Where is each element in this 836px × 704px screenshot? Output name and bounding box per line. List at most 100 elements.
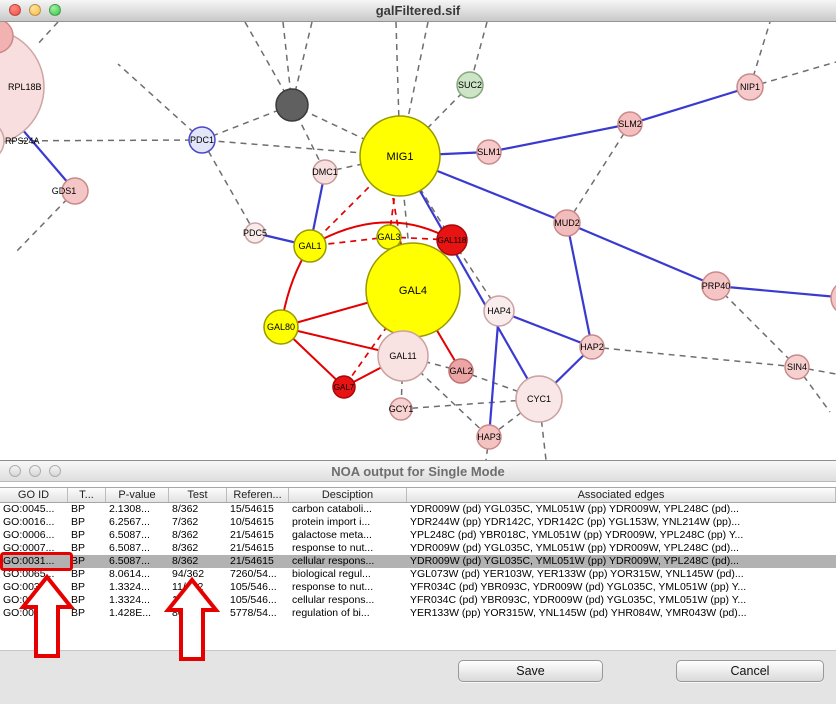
table-cell: YDR009W (pd) YGL035C, YML051W (pp) YDR00… [407, 542, 836, 555]
network-node-gal4[interactable]: GAL4 [366, 243, 460, 337]
close-button-icon[interactable] [9, 465, 21, 477]
table-cell: 105/546... [227, 594, 289, 607]
network-canvas[interactable]: RPL18BRPS24AGDS1PDC1SUC2MIG1SLM1SLM2NIP1… [0, 22, 836, 460]
network-node-slm1[interactable]: SLM1 [477, 140, 501, 164]
network-edge-gd[interactable] [592, 347, 797, 367]
network-node-gal1[interactable]: GAL1 [294, 230, 326, 262]
column-header-go-id[interactable]: GO ID [0, 488, 68, 502]
table-cell: YDR244W (pp) YDR142C, YDR142C (pp) YGL15… [407, 516, 836, 529]
network-node-prp40[interactable]: PRP40 [702, 272, 731, 300]
network-node-mud2[interactable]: MUD2 [554, 210, 580, 236]
cancel-button[interactable]: Cancel [676, 660, 824, 682]
column-header-desciption[interactable]: Desciption [289, 488, 407, 502]
node-label: GAL3 [377, 232, 400, 242]
table-cell: biological regul... [289, 568, 407, 581]
network-edge-gd[interactable] [716, 286, 797, 367]
table-cell: 8.0614... [106, 568, 169, 581]
network-edge-pp[interactable] [567, 223, 716, 286]
network-canvas-svg[interactable]: RPL18BRPS24AGDS1PDC1SUC2MIG1SLM1SLM2NIP1… [0, 22, 836, 460]
network-edge-gd[interactable] [202, 140, 255, 233]
table-row[interactable]: GO:0031...BP6.5087...8/36221/54615cellul… [0, 555, 836, 568]
table-cell: YGL073W (pd) YER103W, YER133W (pp) YOR31… [407, 568, 836, 581]
network-edge-pp[interactable] [567, 223, 592, 347]
table-cell: 6.5087... [106, 542, 169, 555]
minimize-button-icon[interactable] [29, 465, 41, 477]
table-cell: 1.428E... [106, 607, 169, 620]
network-node-mig1[interactable]: MIG1 [360, 116, 440, 196]
table-row[interactable]: GO:0045...BP2.1308...8/36215/54615carbon… [0, 503, 836, 516]
network-edge-gd[interactable] [118, 64, 202, 140]
table-cell: 7260/54... [227, 568, 289, 581]
network-edge-gd[interactable] [36, 22, 58, 46]
network-node-gal7[interactable]: GAL7 [333, 376, 355, 398]
node-label: GCY1 [389, 404, 414, 414]
network-edge-pp[interactable] [630, 87, 750, 124]
table-cell: BP [68, 607, 106, 620]
table-row[interactable]: GO:0016...BP6.2567...7/36210/54615protei… [0, 516, 836, 529]
network-node-hap2[interactable]: HAP2 [580, 335, 604, 359]
column-header-referen[interactable]: Referen... [227, 488, 289, 502]
noa-window-title: NOA output for Single Mode [331, 464, 505, 479]
zoom-button-icon[interactable] [49, 465, 61, 477]
node-label: GAL7 [334, 383, 355, 392]
table-cell: GO:0031... [0, 555, 68, 568]
column-header-associated-edges[interactable]: Associated edges [407, 488, 836, 502]
noa-window-titlebar[interactable]: NOA output for Single Mode [0, 460, 836, 482]
network-node-gds1[interactable]: GDS1 [52, 178, 88, 204]
network-edge-pp[interactable] [489, 311, 499, 437]
network-node-gcy1[interactable]: GCY1 [389, 398, 414, 420]
network-node-gal11[interactable]: GAL11 [378, 331, 428, 381]
table-cell: YDR009W (pd) YGL035C, YML051W (pp) YDR00… [407, 503, 836, 516]
close-button-icon[interactable] [9, 4, 21, 16]
table-cell: 8/362 [169, 555, 227, 568]
table-row[interactable]: GO:0031...BP1.3324...11/362105/546...res… [0, 581, 836, 594]
network-node[interactable] [831, 281, 836, 315]
network-edge-gd[interactable] [567, 124, 630, 223]
save-button[interactable]: Save [458, 660, 603, 682]
table-row[interactable]: GO:0031...BP1.3324...11/362105/546...cel… [0, 594, 836, 607]
network-node[interactable] [276, 89, 308, 121]
zoom-button-icon[interactable] [49, 4, 61, 16]
network-edge-pp[interactable] [489, 124, 630, 152]
table-cell: GO:0050... [0, 607, 68, 620]
table-cell: cellular respons... [289, 594, 407, 607]
network-node-pdc1[interactable]: PDC1 [189, 127, 215, 153]
network-node-gal80[interactable]: GAL80 [264, 310, 298, 344]
network-node-hap4[interactable]: HAP4 [484, 296, 514, 326]
network-node-suc2[interactable]: SUC2 [457, 72, 483, 98]
column-header-p-value[interactable]: P-value [106, 488, 169, 502]
table-row[interactable]: GO:0050...BP1.428E...80/3625778/54...reg… [0, 607, 836, 620]
network-node-sin4[interactable]: SIN4 [785, 355, 809, 379]
table-cell: 11/362 [169, 581, 227, 594]
network-edge-pp[interactable] [716, 286, 836, 298]
table-cell: 105/546... [227, 581, 289, 594]
node-label: GAL1 [298, 241, 321, 251]
network-node-pdc5[interactable]: PDC5 [243, 223, 267, 243]
node-label: HAP2 [580, 342, 604, 352]
table-cell: GO:0065... [0, 568, 68, 581]
table-row[interactable]: GO:0007...BP6.5087...8/36221/54615respon… [0, 542, 836, 555]
network-node-nip1[interactable]: NIP1 [737, 74, 763, 100]
column-header-test[interactable]: Test [169, 488, 227, 502]
column-header-t[interactable]: T... [68, 488, 106, 502]
noa-results-table: GO IDT...P-valueTestReferen...Desciption… [0, 482, 836, 650]
table-cell: YFR034C (pd) YBR093C, YDR009W (pd) YGL03… [407, 581, 836, 594]
network-node-hap3[interactable]: HAP3 [477, 425, 501, 449]
network-node-gal118[interactable]: GAL118 [437, 225, 467, 255]
table-row[interactable]: GO:0065...BP8.0614...94/3627260/54...bio… [0, 568, 836, 581]
minimize-button-icon[interactable] [29, 4, 41, 16]
network-node-slm2[interactable]: SLM2 [618, 112, 642, 136]
network-node-cyc1[interactable]: CYC1 [516, 376, 562, 422]
node-label: NIP1 [740, 82, 760, 92]
table-cell: response to nut... [289, 542, 407, 555]
network-window-titlebar[interactable]: galFiltered.sif [0, 0, 836, 22]
network-node-dmc1[interactable]: DMC1 [312, 160, 338, 184]
node-label: DMC1 [312, 167, 338, 177]
table-cell: BP [68, 594, 106, 607]
table-cell: BP [68, 503, 106, 516]
table-cell: GO:0031... [0, 594, 68, 607]
table-cell: 7/362 [169, 516, 227, 529]
window-controls [9, 4, 61, 16]
table-row[interactable]: GO:0006...BP6.5087...8/36221/54615galact… [0, 529, 836, 542]
network-node-gal2[interactable]: GAL2 [449, 359, 473, 383]
